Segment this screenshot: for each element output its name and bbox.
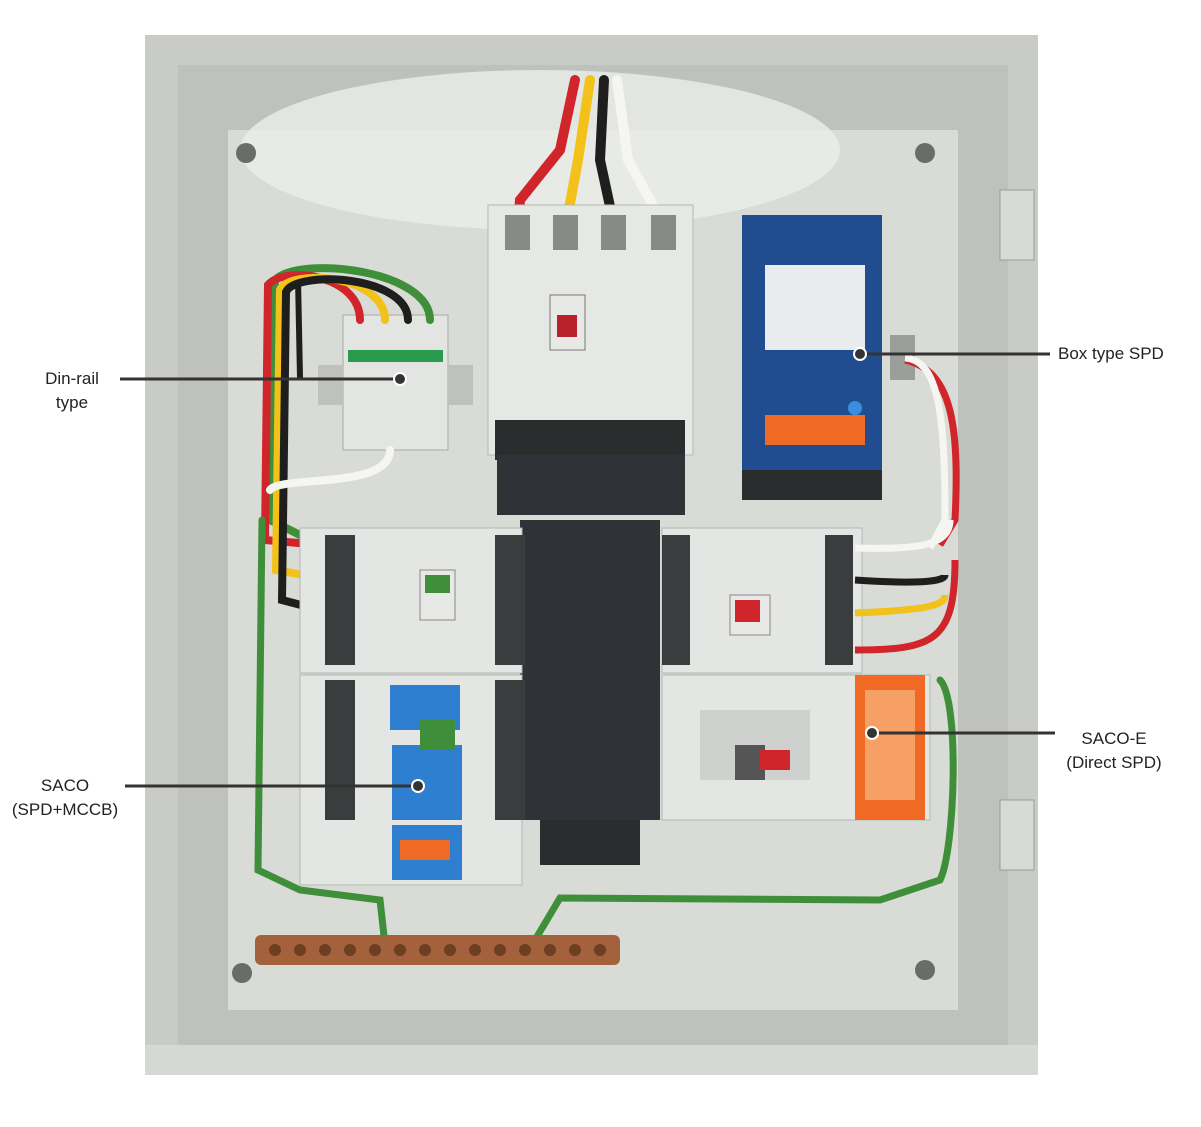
- mounting-screw: [915, 143, 935, 163]
- saco-e-label: SACO-E (Direct SPD): [1055, 727, 1173, 775]
- din-rail-label-line1: Din-rail: [45, 369, 99, 388]
- saco-label-line2: (SPD+MCCB): [11, 800, 119, 819]
- din-rail-label-line2: type: [55, 393, 89, 412]
- saco-label: SACO (SPD+MCCB): [10, 774, 120, 822]
- side-wires: [260, 264, 434, 614]
- callout-dots: [393, 347, 879, 793]
- saco-breaker: [299, 674, 525, 886]
- mounting-screw: [236, 143, 256, 163]
- main-bus-cover: [497, 455, 685, 515]
- din-rail-label: Din-rail type: [38, 367, 106, 415]
- ground-bar-screws: [269, 944, 606, 956]
- ground-bar: [255, 935, 620, 965]
- box-spd-label: Box type SPD: [1058, 342, 1188, 366]
- left-upper-breaker: [299, 527, 525, 674]
- din-rail-dot: [393, 372, 407, 386]
- light-glare: [240, 70, 840, 230]
- saco-dot: [411, 779, 425, 793]
- saco-label-line1: SACO: [40, 776, 90, 795]
- top-hinge: [999, 189, 1035, 261]
- bottom-hinge: [999, 799, 1035, 871]
- box-spd-label-line1: Box type SPD: [1058, 344, 1164, 363]
- mounting-screw: [232, 963, 252, 983]
- ground-wires: [254, 516, 957, 949]
- center-busbar: [520, 520, 660, 820]
- enclosure-bottom-lip: [145, 1045, 1038, 1075]
- busbar-cover: [540, 820, 640, 865]
- right-upper-breaker: [661, 519, 959, 674]
- saco-e-dot: [865, 726, 879, 740]
- saco-e-label-line2: (Direct SPD): [1066, 753, 1162, 772]
- box-spd-dot: [853, 347, 867, 361]
- saco-e-breaker: [661, 674, 931, 821]
- mounting-screw: [915, 960, 935, 980]
- saco-e-label-line1: SACO-E: [1081, 729, 1147, 748]
- main-breaker: [487, 204, 694, 515]
- callout-lines: [120, 352, 1055, 788]
